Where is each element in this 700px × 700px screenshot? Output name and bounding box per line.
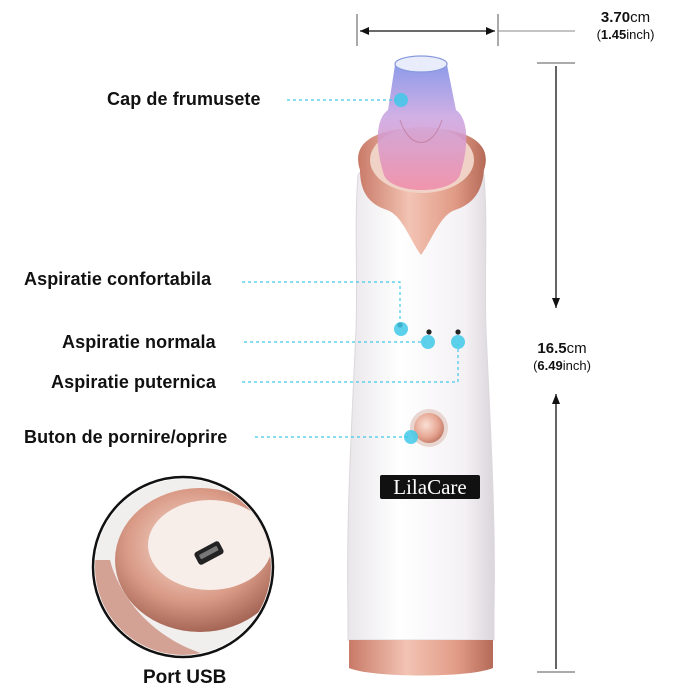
width-dimension-line xyxy=(356,14,575,46)
power-button[interactable] xyxy=(410,409,448,447)
indicator-dot-normala xyxy=(426,329,432,335)
label-power-button: Buton de pornire/oprire xyxy=(24,427,228,447)
label-beauty-head: Cap de frumusete xyxy=(107,89,261,109)
height-dimension-line xyxy=(537,62,575,673)
usb-port-inset xyxy=(91,475,275,659)
callout-markers xyxy=(394,93,465,444)
label-usb-port: Port USB xyxy=(143,667,227,688)
height-cm-value: 16.5 xyxy=(537,340,567,357)
height-cm-unit: cm xyxy=(566,340,587,357)
label-normal-suction: Aspiratie normala xyxy=(62,332,216,352)
width-cm-unit: cm xyxy=(630,9,651,26)
label-strong-suction: Aspiratie puternica xyxy=(51,372,216,392)
height-in-value: 6.49 xyxy=(537,358,563,373)
device-body xyxy=(347,127,495,676)
brand-logo: LilaCare xyxy=(380,475,480,499)
width-in-value: 1.45 xyxy=(600,27,627,42)
height-in-unit: inch xyxy=(562,358,587,373)
beauty-head-tip xyxy=(377,55,467,190)
indicator-dot-puternica xyxy=(455,329,461,335)
callout-lines xyxy=(242,99,459,438)
width-cm-value: 3.70 xyxy=(600,9,631,26)
width-in-unit: inch xyxy=(626,27,651,42)
height-dimension-label: 16.5cm (6.49inch) xyxy=(533,340,591,373)
label-comfortable-suction: Aspiratie confortabila xyxy=(24,269,212,289)
width-dimension-label: 3.70cm (1.45inch) xyxy=(596,9,655,42)
